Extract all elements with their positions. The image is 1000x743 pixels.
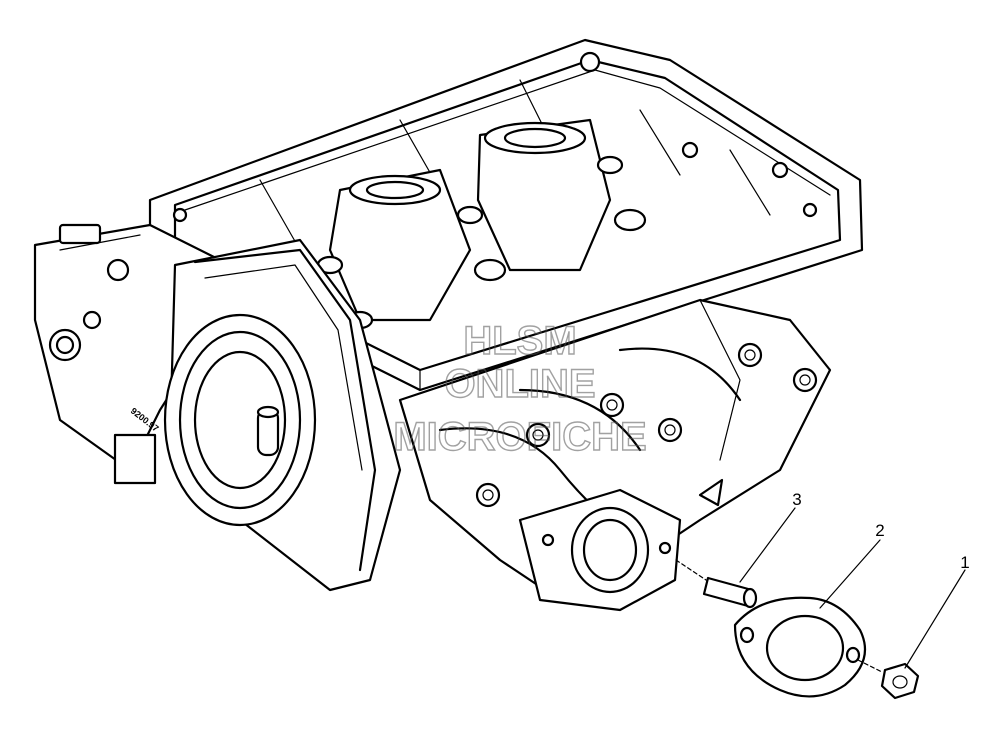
watermark: HLSM ONLINE MICROFICHE	[393, 318, 648, 459]
watermark-line-3: MICROFICHE	[393, 415, 646, 459]
callout-label-2: 2	[875, 521, 884, 540]
callout-label-3: 3	[792, 490, 801, 509]
gasket	[733, 596, 867, 698]
pulley-housing	[163, 238, 402, 592]
watermark-line-1: HLSM	[463, 319, 576, 363]
watermark-line-2: ONLINE	[444, 362, 595, 406]
exhaust-manifold	[398, 298, 832, 612]
callout-leaders	[739, 507, 966, 669]
camshaft-towers	[316, 118, 647, 330]
callout-label-1: 1	[960, 553, 969, 572]
nut	[857, 659, 920, 700]
dowel-pin	[675, 559, 758, 609]
manifold-bolts	[475, 342, 818, 508]
